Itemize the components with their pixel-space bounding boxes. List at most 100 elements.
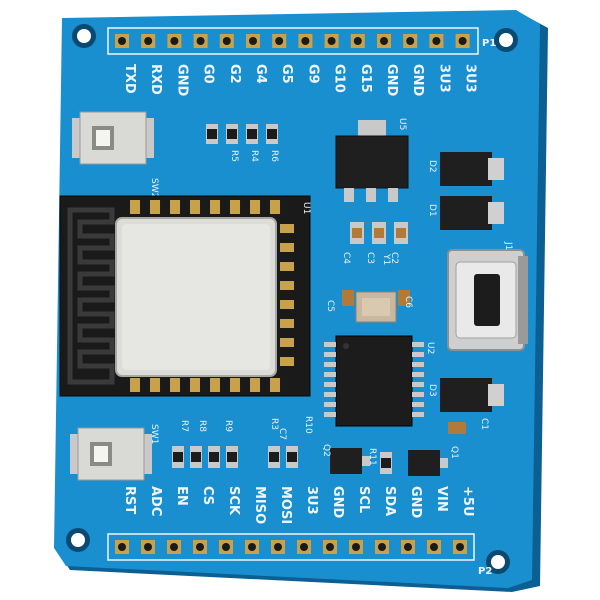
module-pad — [280, 300, 294, 309]
resistor-body — [209, 452, 219, 462]
mount-hole-center — [71, 533, 85, 547]
mount-hole-center — [491, 555, 505, 569]
bottom-header-label: P2 — [478, 566, 492, 577]
module-pad — [280, 243, 294, 252]
resistor-body — [191, 452, 201, 462]
resistor-body — [227, 452, 237, 462]
antenna — [67, 207, 115, 385]
top-header-pin-label: 3U3 — [436, 64, 451, 93]
wifi-module — [59, 195, 311, 397]
bottom-header-hole — [144, 543, 152, 551]
transistor-q1 — [408, 450, 448, 476]
chip-pin — [412, 342, 424, 347]
top-header-pin-label: G2 — [227, 64, 242, 84]
chip-label: U2 — [425, 342, 435, 354]
resistor-body — [381, 458, 391, 468]
chip-pin — [324, 352, 336, 357]
transistor-q2 — [330, 448, 370, 474]
transistor-label-q1: Q1 — [449, 446, 459, 459]
bottom-header-hole — [326, 543, 334, 551]
top-resistors — [206, 124, 278, 144]
top-header-hole — [144, 37, 153, 45]
resistor-body — [247, 129, 257, 139]
top-header-hole — [275, 37, 284, 45]
capacitor-label: C4 — [341, 252, 351, 264]
bottom-header-hole — [118, 543, 126, 551]
module-pad — [280, 357, 294, 366]
bottom-header-pin-label: EN — [174, 486, 189, 506]
usb-label: J1 — [503, 241, 513, 250]
module-pad — [210, 200, 220, 214]
chip-pin — [412, 412, 424, 417]
resistor-body — [287, 452, 297, 462]
chip-pin — [412, 352, 424, 357]
chip-pin — [412, 362, 424, 367]
diode-d3 — [440, 378, 504, 412]
top-header-pin-label: RXD — [148, 64, 163, 95]
diode-label-d1: D1 — [427, 204, 437, 217]
module-pad — [130, 200, 140, 214]
chip-pin — [412, 402, 424, 407]
crystal — [355, 291, 397, 323]
regulator — [335, 120, 409, 202]
chip-pin — [324, 402, 336, 407]
top-header-outline — [107, 27, 479, 55]
top-header-pin-label: G9 — [305, 64, 320, 84]
serial-chip — [324, 335, 424, 427]
top-header-pin-label: G5 — [279, 64, 294, 84]
bottom-header-pin-label: GND — [330, 486, 345, 519]
top-header-hole — [249, 37, 257, 45]
bottom-header-hole — [404, 543, 412, 551]
switch-bottom — [70, 427, 152, 481]
regulator-label: U5 — [397, 118, 407, 130]
top-header-hole — [196, 37, 205, 45]
capacitor-body — [352, 228, 362, 238]
capacitor-label: C3 — [365, 252, 375, 264]
bottom-header-pin-label: SDA — [382, 486, 397, 516]
resistor-label: R4 — [249, 150, 259, 162]
chip-pin — [412, 392, 424, 397]
bottom-header-pin-label: ADC — [148, 486, 163, 516]
top-header-hole — [458, 37, 467, 45]
resistor-body — [267, 129, 277, 139]
diode-d1 — [440, 196, 504, 230]
crystal-label: Y1 — [381, 253, 391, 265]
module-pads — [130, 200, 294, 392]
capacitor-label: C6 — [403, 296, 413, 308]
resistor-label: R10 — [303, 416, 313, 434]
module-pad — [280, 338, 294, 347]
top-header-hole — [327, 37, 336, 45]
top-header-holes — [115, 34, 470, 48]
diode-label-d2: D2 — [427, 160, 437, 173]
capacitor — [342, 290, 354, 306]
resistor-label: R7 — [179, 420, 189, 432]
transistor-label-q2: Q2 — [321, 444, 331, 457]
top-header-hole — [353, 37, 362, 45]
top-header-hole — [432, 37, 441, 45]
resistor-label: R5 — [229, 150, 239, 162]
mount-hole-center — [77, 29, 91, 43]
top-header-pin-label: G15 — [358, 64, 373, 93]
resistor-label: R8 — [197, 420, 207, 432]
chip-pin — [324, 392, 336, 397]
bottom-header-hole — [170, 543, 178, 551]
bottom-header-pin-label: GND — [408, 486, 423, 519]
bottom-header-hole — [430, 543, 438, 551]
module-pad — [250, 378, 260, 392]
diode-d2 — [440, 152, 504, 186]
cap-c1 — [448, 422, 466, 434]
module-pad — [170, 200, 180, 214]
bottom-header-hole — [248, 543, 256, 551]
module-shield-top — [122, 224, 270, 370]
module-pad — [150, 200, 160, 214]
resistor-body — [227, 129, 237, 139]
bottom-header-pin-label: RST — [122, 486, 137, 514]
top-header-hole — [380, 37, 388, 45]
top-header-hole — [170, 37, 179, 45]
